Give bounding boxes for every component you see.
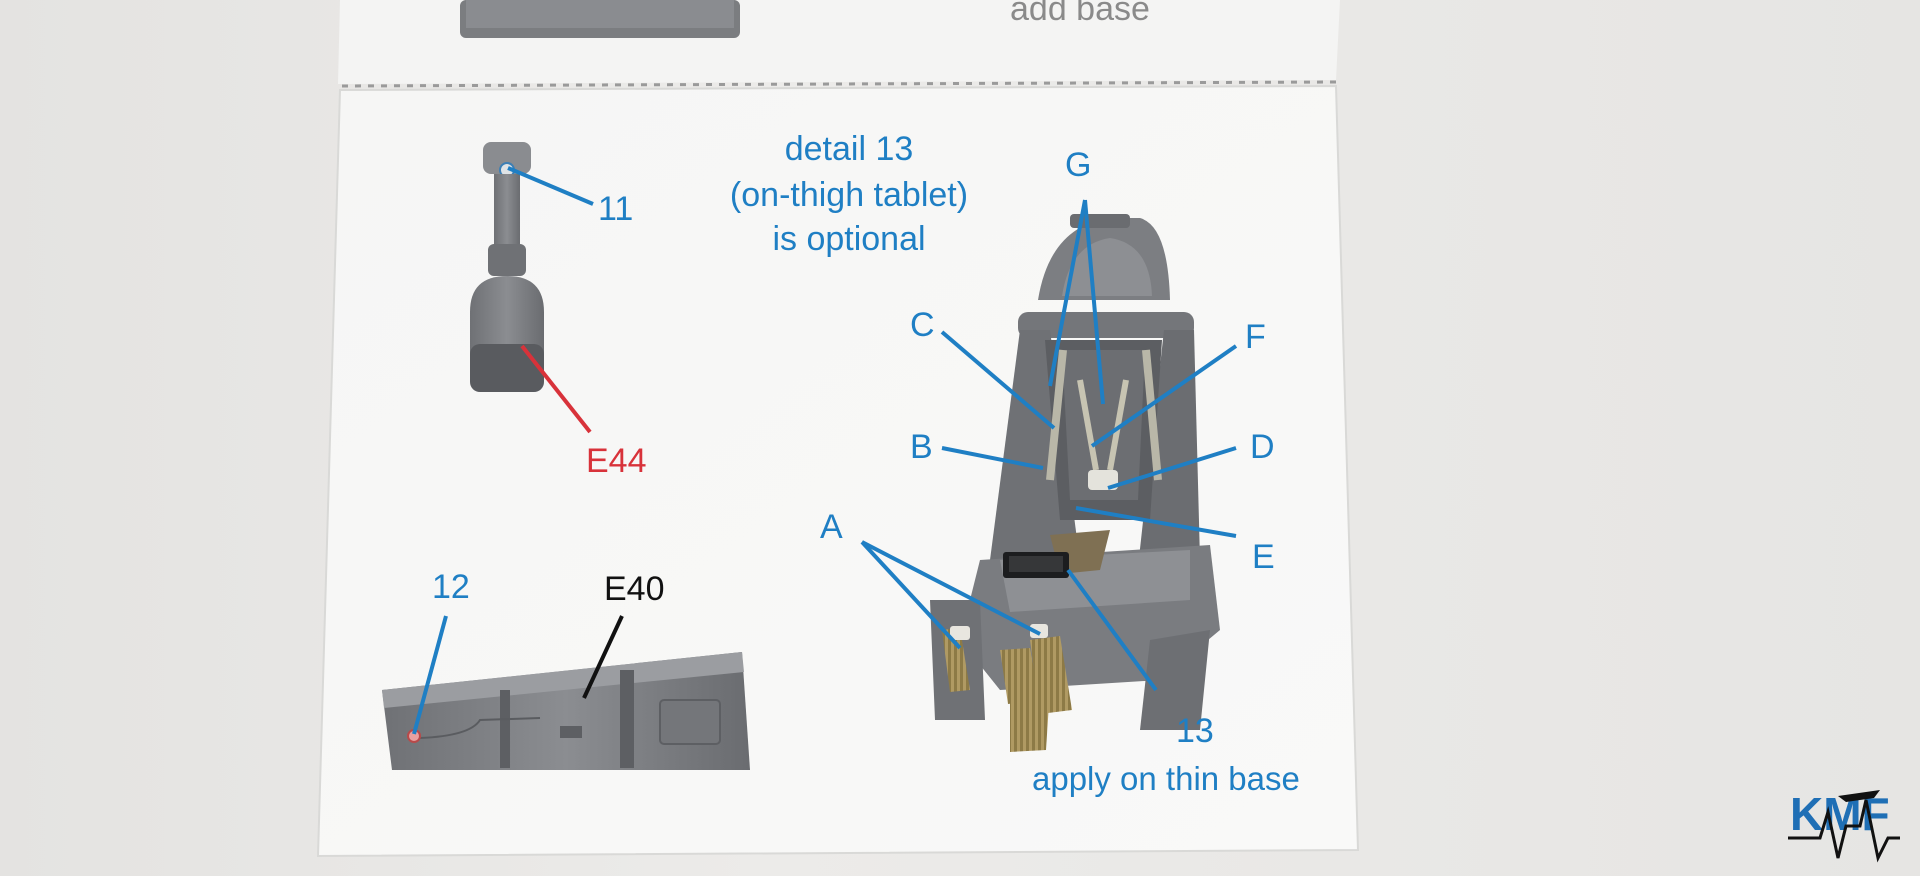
note-line-1: detail 13 <box>785 130 914 168</box>
label-11: 11 <box>598 190 633 228</box>
callout-d: D <box>1250 428 1275 466</box>
leader-13 <box>1066 568 1158 692</box>
leader-d <box>1107 446 1237 490</box>
label-e40: E40 <box>604 570 665 608</box>
callout-f: F <box>1245 318 1266 356</box>
callout-13: 13 <box>1176 712 1214 750</box>
label-e44: E44 <box>586 442 647 480</box>
callout-c: C <box>910 306 935 344</box>
leader-e <box>1075 506 1237 538</box>
leader-c <box>940 330 1056 430</box>
control-stick-part <box>470 142 544 392</box>
leader-g-right <box>1083 199 1105 405</box>
leader-e40 <box>582 615 624 699</box>
callout-a: A <box>820 508 843 546</box>
top-caption: add base <box>1010 0 1150 28</box>
callout-e: E <box>1252 538 1275 576</box>
leader-e44 <box>520 344 592 434</box>
leader-b <box>941 446 1044 470</box>
callout-g: G <box>1065 146 1091 184</box>
leader-g-left <box>1048 199 1087 387</box>
leader-a-left <box>860 540 962 650</box>
callout-b: B <box>910 428 933 466</box>
upper-sheet: add base <box>338 0 1340 84</box>
leader-11 <box>507 166 594 206</box>
note-line-2: (on-thigh tablet) <box>730 176 968 214</box>
apply-note: apply on thin base <box>1032 760 1300 797</box>
label-12: 12 <box>432 568 470 606</box>
side-console-part <box>382 652 750 770</box>
perforation-line <box>341 80 1337 88</box>
leader-12 <box>412 615 448 735</box>
leader-f <box>1090 344 1238 448</box>
leader-a-right <box>861 540 1041 636</box>
note-line-3: is optional <box>772 220 925 258</box>
kmf-logo: KMF <box>1788 788 1900 863</box>
